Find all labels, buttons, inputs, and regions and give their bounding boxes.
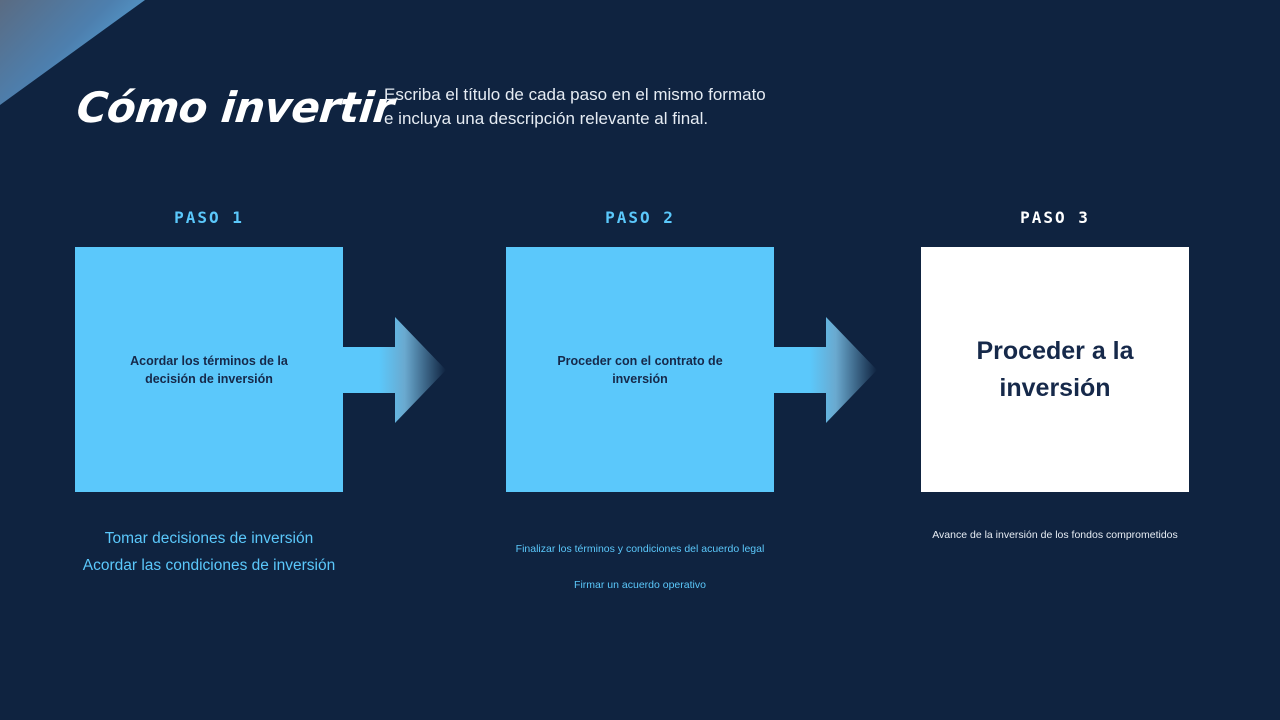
arrow-right-icon <box>774 317 877 423</box>
step-2-box: Proceder con el contrato de inversión <box>506 247 774 492</box>
step-1-box: Acordar los términos de la decisión de i… <box>75 247 343 492</box>
step-3-label: PASO 3 <box>1020 208 1090 227</box>
step-1-description-1: Tomar decisiones de inversión <box>104 530 314 547</box>
step-3-box: Proceder a la inversión <box>921 247 1189 492</box>
subtitle-line-1: Escriba el título de cada paso en el mis… <box>384 85 766 104</box>
step-2-description-1: Finalizar los términos y condiciones del… <box>515 543 765 555</box>
step-1-box-text: Acordar los términos de la decisión de i… <box>130 353 288 386</box>
subtitle-line-2: e incluya una descripción relevante al f… <box>384 109 709 128</box>
step-1-label: PASO 1 <box>174 208 244 227</box>
step-2-description-2: Firmar un acuerdo operativo <box>574 579 706 591</box>
step-3-description-1: Avance de la inversión de los fondos com… <box>932 529 1178 541</box>
step-2-box-text: Proceder con el contrato de inversión <box>557 353 723 386</box>
step-3-box-text: Proceder a la inversión <box>976 336 1134 402</box>
arrow-right-icon <box>343 317 446 423</box>
page-subtitle: Escriba el título de cada paso en el mis… <box>384 83 804 131</box>
step-2-label: PASO 2 <box>605 208 675 227</box>
page-title: Cómo invertir <box>74 83 397 132</box>
step-1-descriptions: Tomar decisiones de inversión Acordar la… <box>75 525 343 579</box>
step-1-description-2: Acordar las condiciones de inversión <box>82 557 336 574</box>
